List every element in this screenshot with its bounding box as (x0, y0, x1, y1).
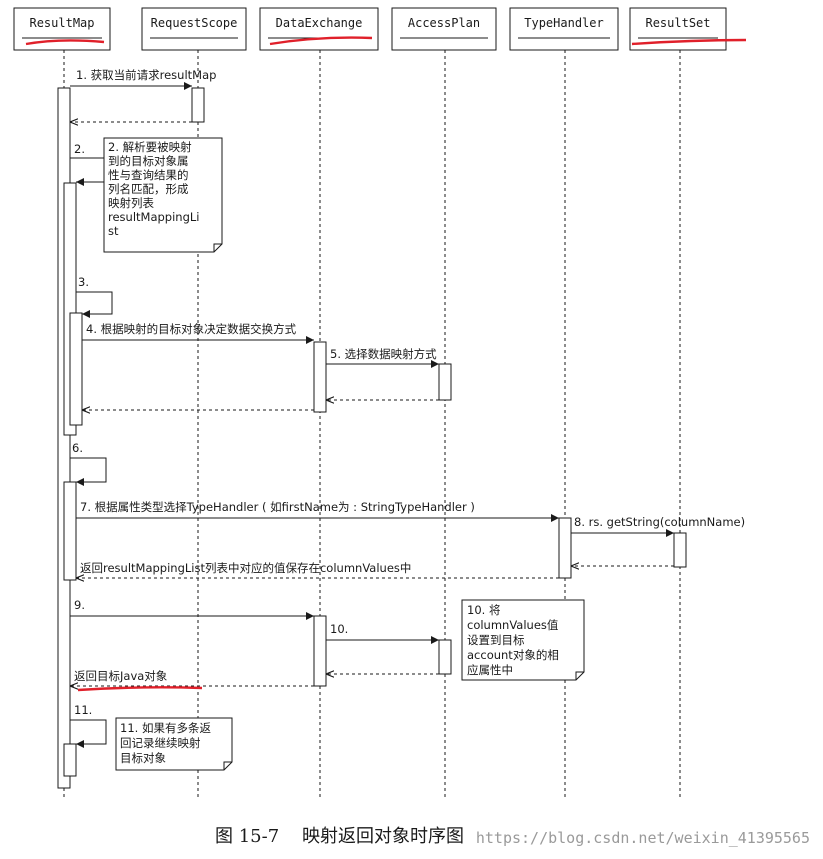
svg-text:10. 将 columnValues值: 10. 将 columnValues值 设置到目标 account对象的相 应属… (467, 603, 562, 677)
message-3-arrow (76, 291, 113, 318)
note-10-line: columnValues值 (467, 618, 559, 632)
note-11: 11. 如果有多条返 回记录继续映射 目标对象 (115, 717, 233, 771)
message-2-arrow (70, 157, 107, 186)
note-2-line: 2. 解析要被映射 (108, 140, 192, 154)
participant-accessplan: AccessPlan (391, 7, 497, 51)
note-11-line: 11. 如果有多条返 (120, 721, 211, 735)
activation-resultmap-4 (69, 312, 83, 426)
participant-label: DataExchange (276, 16, 363, 30)
participant-resultmap: ResultMap (13, 7, 111, 51)
activation-accessplan-2 (438, 639, 452, 675)
activation-typehandler (558, 517, 572, 579)
participant-dataexchange: DataExchange (259, 7, 379, 51)
activation-requestscope (191, 87, 205, 123)
highlight-underline (269, 36, 373, 46)
note-10-line: 10. 将 (467, 603, 500, 617)
note-2-line: 到的目标对象属 (108, 154, 189, 168)
note-2-line: 性与查询结果的 (108, 168, 189, 182)
svg-text:2. 解析要被映射 到的目标对象属: 2. 解析要被映射 到的目标对象属 性与查询结果的 列名匹配，形成 映射列表 r… (108, 140, 203, 238)
participant-typehandler: TypeHandler (509, 7, 619, 51)
note-10-line: 设置到目标 (467, 633, 525, 647)
message-11-label: 11. (74, 703, 92, 717)
participant-label: ResultSet (645, 16, 710, 30)
svg-text:11. 如果有多条返 回记录继续映射: 11. 如果有多条返 回记录继续映射 目标对象 (120, 721, 215, 765)
watermark: https://blog.csdn.net/weixin_41395565 (476, 829, 810, 847)
participant-label: ResultMap (29, 16, 94, 30)
message-6-arrow (70, 457, 107, 486)
note-2-line: st (108, 224, 119, 238)
highlight-underline (631, 38, 747, 46)
note-10: 10. 将 columnValues值 设置到目标 account对象的相 应属… (461, 599, 585, 681)
participant-resultset: ResultSet (629, 7, 747, 51)
activation-resultmap-11 (63, 743, 77, 777)
note-10-line: 应属性中 (467, 663, 513, 677)
message-5-label: 5. 选择数据映射方式 (330, 347, 437, 361)
participant-label: TypeHandler (524, 16, 603, 30)
message-8-label: 8. rs. getString(columnName) (574, 515, 745, 529)
activation-dataexchange-1 (313, 341, 327, 413)
message-10-label: 10. (330, 622, 348, 636)
activation-resultmap-6 (63, 481, 77, 581)
activation-bars (57, 87, 687, 789)
message-1-label: 1. 获取当前请求resultMap (76, 68, 216, 82)
message-9-label: 9. (74, 598, 85, 612)
highlight-underline (77, 686, 203, 692)
message-4-label: 4. 根据映射的目标对象决定数据交换方式 (86, 322, 297, 336)
note-11-line: 回记录继续映射 (120, 736, 201, 750)
note-2: 2. 解析要被映射 到的目标对象属 性与查询结果的 列名匹配，形成 映射列表 r… (103, 137, 223, 253)
return-10-label: 返回目标Java对象 (74, 669, 167, 683)
message-7-label: 7. 根据属性类型选择TypeHandler ( 如firstName为 : S… (80, 500, 475, 514)
highlight-underline (25, 39, 105, 46)
message-3-label: 3. (78, 275, 89, 289)
note-2-line: 映射列表 (108, 196, 154, 210)
messages (70, 82, 674, 748)
participant-label: RequestScope (151, 16, 238, 30)
figure-caption: 图 15-7 映射返回对象时序图 (215, 826, 464, 847)
note-2-line: 列名匹配，形成 (108, 182, 189, 196)
message-6-label: 6. (72, 441, 83, 455)
participant-label: AccessPlan (408, 16, 480, 30)
participant-requestscope: RequestScope (141, 7, 247, 51)
activation-accessplan-1 (438, 363, 452, 401)
message-2-label: 2. (74, 142, 85, 156)
activation-dataexchange-2 (313, 615, 327, 687)
activation-resultset (673, 532, 687, 568)
note-2-line: resultMappingLi (108, 210, 200, 224)
message-labels: 1. 获取当前请求resultMap 2. 3. 4. 根据映射的目标对象决定数… (72, 68, 745, 717)
message-11-arrow (70, 719, 107, 748)
note-10-line: account对象的相 (467, 648, 559, 662)
note-11-line: 目标对象 (120, 751, 166, 765)
return-8-label: 返回resultMappingList列表中对应的值保存在columnValue… (80, 561, 411, 575)
